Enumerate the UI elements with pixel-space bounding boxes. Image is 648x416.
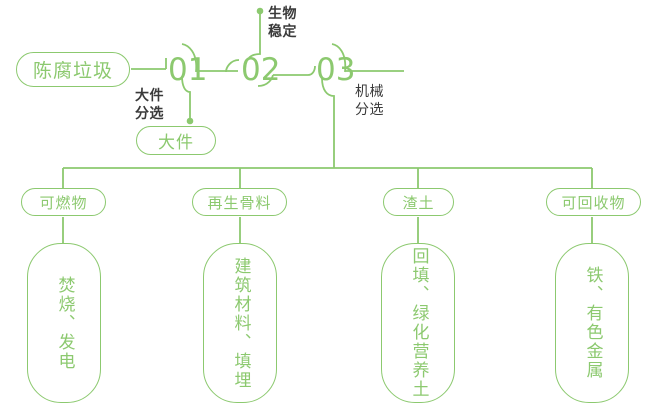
- node-dot-bio: [256, 7, 264, 15]
- detail-box-recyclables[interactable]: 铁、有色金属: [555, 243, 629, 403]
- stage-number-01-label: 01: [168, 52, 208, 88]
- detail-box-recycled-aggregate-text: 建筑材料、填埋: [230, 256, 251, 390]
- category-pill-recycled-aggregate[interactable]: 再生骨料: [192, 188, 287, 216]
- category-pill-combustibles[interactable]: 可燃物: [21, 188, 106, 216]
- stage-number-02[interactable]: 02: [241, 55, 280, 86]
- detail-box-slag-soil-text: 回填、绿化营养土: [408, 247, 429, 399]
- node-dot-bulky: [186, 117, 194, 125]
- category-pill-slag-soil[interactable]: 渣土: [383, 188, 454, 216]
- root-node-label: 陈腐垃圾: [32, 60, 113, 82]
- category-pill-combustibles-label: 可燃物: [39, 193, 88, 212]
- stage-number-02-label: 02: [241, 52, 281, 88]
- output-node-bulky-label: 大件: [158, 133, 194, 153]
- stage-caption-bulky-sorting: 大件 分选: [135, 88, 164, 122]
- stage-caption-mechanical-sorting: 机械 分选: [355, 84, 384, 118]
- output-node-bulky[interactable]: 大件: [136, 126, 216, 155]
- stage-caption-bio-stabilization: 生物 稳定: [268, 6, 297, 40]
- stage-number-01[interactable]: 01: [168, 55, 207, 86]
- detail-box-slag-soil[interactable]: 回填、绿化营养土: [381, 243, 455, 403]
- stage-number-03[interactable]: 03: [316, 55, 355, 86]
- detail-box-combustibles[interactable]: 焚烧、发电: [27, 243, 101, 403]
- category-pill-slag-soil-label: 渣土: [402, 193, 435, 212]
- detail-box-combustibles-text: 焚烧、发电: [54, 275, 75, 371]
- category-pill-recycled-aggregate-label: 再生骨料: [207, 193, 272, 212]
- stage-number-03-label: 03: [316, 52, 356, 88]
- root-node-aged-waste[interactable]: 陈腐垃圾: [16, 52, 130, 87]
- category-pill-recyclables-label: 可回收物: [561, 193, 626, 212]
- detail-box-recycled-aggregate[interactable]: 建筑材料、填埋: [203, 243, 277, 403]
- detail-box-recyclables-text: 铁、有色金属: [582, 266, 603, 380]
- category-pill-recyclables[interactable]: 可回收物: [546, 188, 641, 216]
